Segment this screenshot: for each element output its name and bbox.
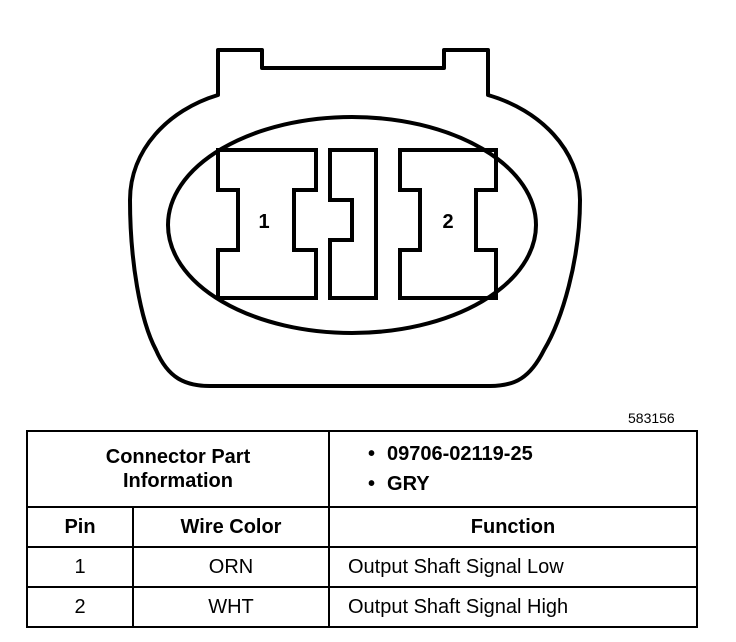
table-row: 2 WHT Output Shaft Signal High [26,586,698,628]
row-wire-color: ORN [132,546,330,588]
pin-label-1: 1 [258,211,269,233]
row-function: Output Shaft Signal Low [328,546,698,588]
row-wire-color: WHT [132,586,330,628]
header-pin: Pin [26,506,134,548]
row-function: Output Shaft Signal High [328,586,698,628]
part-info-label-line2: Information [123,470,233,492]
part-info-row: Connector Part Information 09706-02119-2… [26,430,698,508]
header-function: Function [328,506,698,548]
connector-color: GRY [368,469,696,499]
figure-id: 583156 [628,410,675,426]
part-number: 09706-02119-25 [368,439,696,469]
terminal-cavity-1 [216,148,318,300]
row-pin: 2 [26,586,134,628]
connector-info-table: Connector Part Information 09706-02119-2… [26,430,698,628]
part-info-label-line1: Connector Part [105,446,251,468]
center-key [328,148,378,300]
terminal-cavity-2 [398,148,498,300]
part-info-values: 09706-02119-25 GRY [328,430,698,508]
header-wire-color: Wire Color [132,506,330,548]
connector-housing [128,48,582,388]
pin-label-2: 2 [442,211,453,233]
table-header-row: Pin Wire Color Function [26,506,698,548]
connector-inner-oval [166,115,538,335]
table-row: 1 ORN Output Shaft Signal Low [26,546,698,588]
connector-face-diagram: 1 2 [128,48,582,388]
part-info-label: Connector Part Information [26,430,330,508]
row-pin: 1 [26,546,134,588]
